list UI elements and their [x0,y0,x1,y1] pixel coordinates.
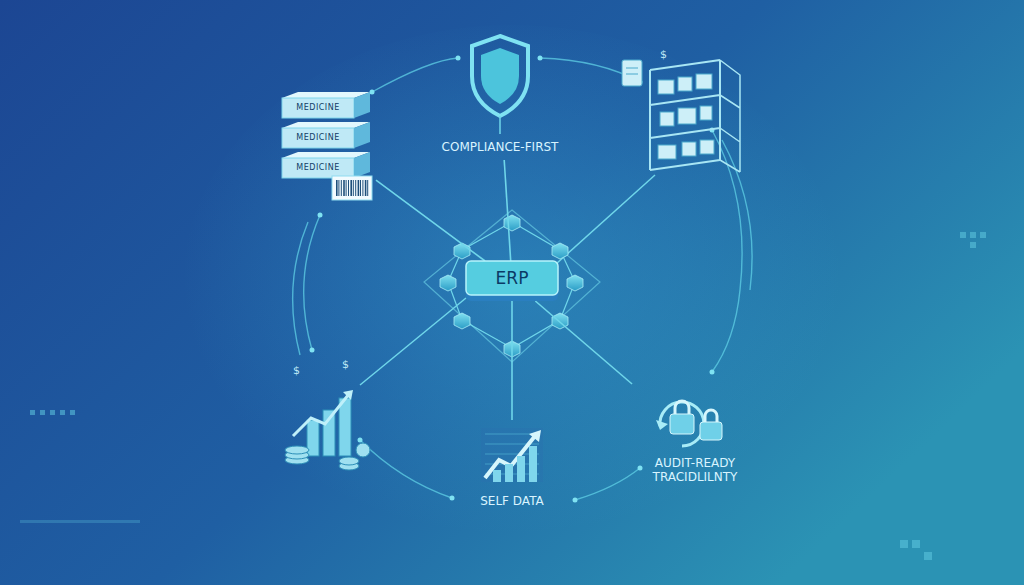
node-label: ERP [466,268,558,288]
currency-sign: $ [342,358,349,371]
currency-sign: $ [660,48,667,61]
node-label: MEDICINE [282,158,354,188]
connector [535,301,632,384]
warehouse-icon [622,60,740,172]
node-shape [276,84,376,202]
data-chart: SELF DATA [455,420,569,516]
node-label: AUDIT-READY TRACIDLILNTY [628,456,762,484]
connector [376,180,485,261]
connector [511,301,513,420]
glow [182,25,842,545]
medicine-stack: MEDICINEMEDICINEMEDICINE [276,84,376,202]
compliance-icon: COMPLIANCE-FIRST [420,30,580,160]
audit-lock: AUDIT-READY TRACIDLILNTY [620,384,770,492]
node-label: MEDICINE [282,98,354,128]
decor [20,232,986,560]
ring-dots [310,56,715,503]
connector [504,160,511,261]
finance-icon [285,390,370,470]
erp-box: ERP [466,261,558,301]
node-label: SELF DATA [455,494,569,508]
currency-sign: $ [293,364,300,377]
node-label: COMPLIANCE-FIRST [420,140,580,154]
node-label: MEDICINE [282,128,354,158]
